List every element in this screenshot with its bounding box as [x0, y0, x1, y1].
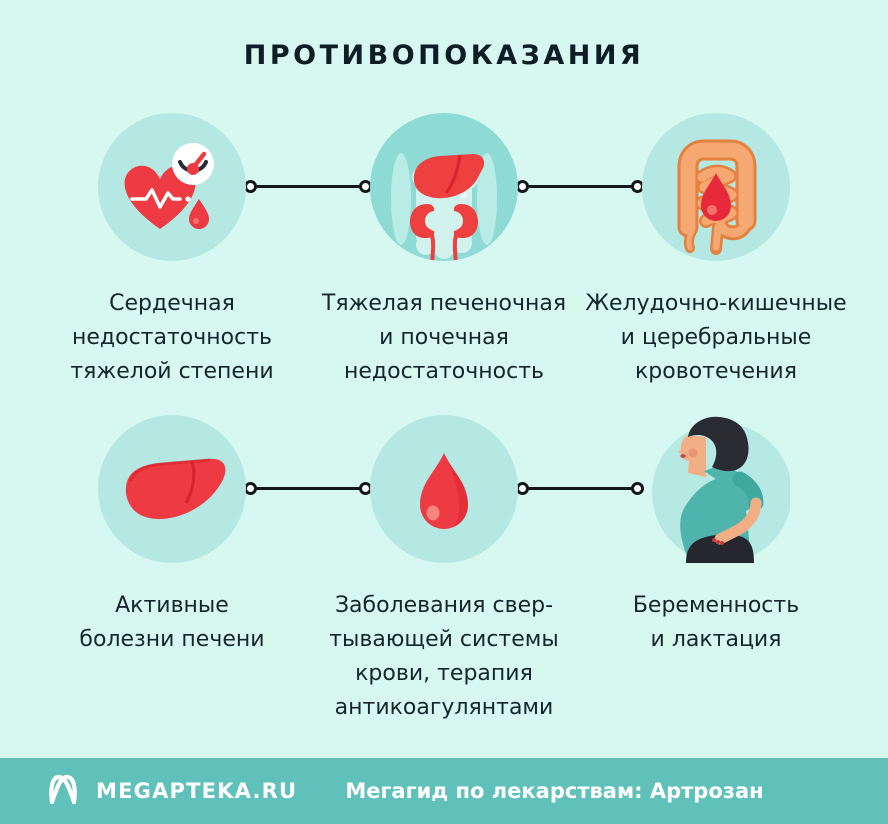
- connector-line: [244, 180, 372, 193]
- icon-row-1: Сердечная недостаточность тяжелой степен…: [0, 113, 888, 389]
- connector-line: [516, 180, 644, 193]
- card-caption: Сердечная недостаточность тяжелой степен…: [70, 291, 274, 384]
- page-title: ПРОТИВОПОКАЗАНИЯ: [243, 40, 645, 71]
- connector-line: [244, 482, 372, 495]
- blood-drop-icon: [370, 415, 518, 563]
- card-blood-clotting: Заболевания свер- тывающей системы крови…: [308, 415, 580, 725]
- card-caption: Заболевания свер- тывающей системы крови…: [329, 593, 559, 720]
- card-caption: Активные болезни печени: [79, 593, 265, 652]
- heart-pressure-icon: [98, 113, 246, 261]
- card-caption: Желудочно-кишечные и церебральные кровот…: [585, 291, 847, 384]
- icon-row-2: Активные болезни печени Заболевания свер…: [0, 415, 888, 725]
- footer-tagline: Мегагид по лекарствам: Артрозан: [345, 779, 764, 803]
- pregnant-woman-icon: [642, 415, 790, 563]
- card-caption: Беременность и лактация: [632, 593, 800, 652]
- card-liver-kidney-failure: Тяжелая печеночная и почечная недостаточ…: [308, 113, 580, 389]
- liver-icon: [98, 415, 246, 563]
- card-liver-disease: Активные болезни печени: [36, 415, 308, 725]
- brand-name: MEGAPTEKA.RU: [96, 779, 298, 803]
- card-gi-bleeding: Желудочно-кишечные и церебральные кровот…: [580, 113, 852, 389]
- card-heart-failure: Сердечная недостаточность тяжелой степен…: [36, 113, 308, 389]
- intestines-bleeding-icon: [642, 113, 790, 261]
- card-pregnancy: Беременность и лактация: [580, 415, 852, 725]
- megapteka-logo-icon: [44, 769, 82, 813]
- footer-bar: MEGAPTEKA.RU Мегагид по лекарствам: Артр…: [0, 758, 888, 824]
- card-caption: Тяжелая печеночная и почечная недостаточ…: [321, 291, 567, 384]
- liver-kidneys-icon: [370, 113, 518, 261]
- connector-line: [516, 482, 644, 495]
